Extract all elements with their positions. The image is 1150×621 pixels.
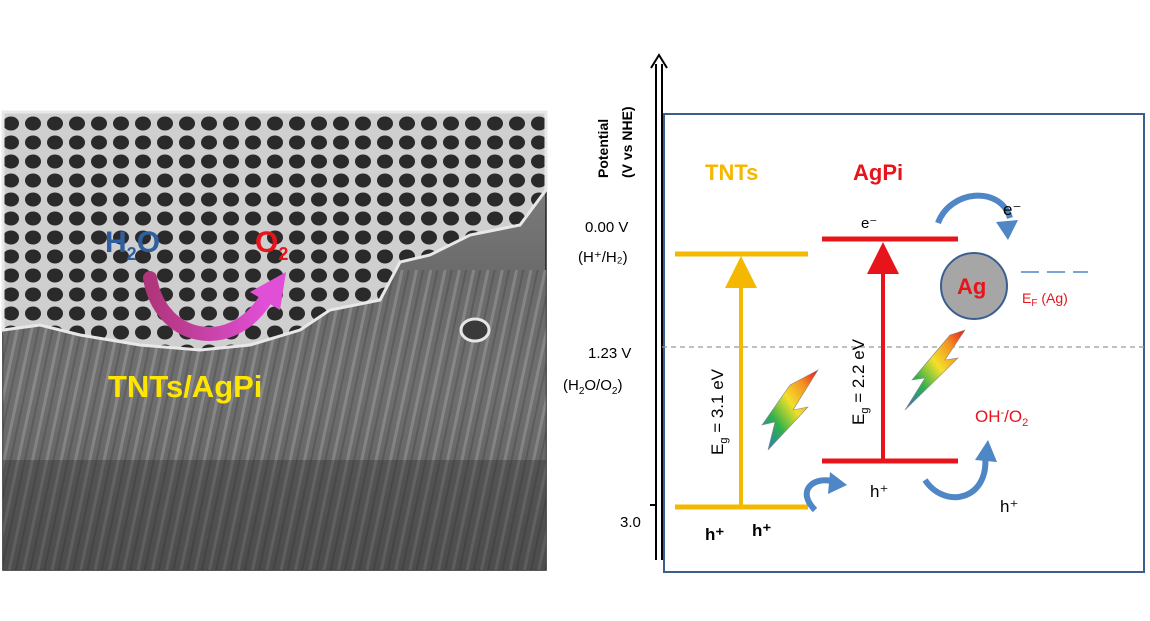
fermi-level-label: EF (Ag) xyxy=(1022,290,1068,309)
agpi-bandgap-value: = 2.2 eV xyxy=(849,338,868,407)
level-0-couple: (H⁺/H₂) xyxy=(578,249,628,266)
fermi-tail: (Ag) xyxy=(1037,290,1067,306)
agpi-hole: h⁺ xyxy=(870,482,888,501)
ag-particle xyxy=(940,252,1008,320)
agpi-bandgap-sub: g xyxy=(859,408,871,414)
water-oxidation-arrow xyxy=(143,271,272,341)
oxygen-label: O2 xyxy=(255,226,288,264)
level-0-value: 0.00 V xyxy=(585,219,628,236)
level-1-couple: (H2O/O2) xyxy=(563,377,622,397)
axis-label-line1: Potential xyxy=(595,119,611,178)
oh-sup: - xyxy=(1001,407,1005,419)
level-1-couple-end: ) xyxy=(617,377,622,394)
level-1-value: 1.23 V xyxy=(588,345,631,362)
tnts-bandgap-main: E xyxy=(708,444,727,455)
hole-transfer-arrowhead xyxy=(828,472,847,494)
level-1-couple-sub1: 2 xyxy=(579,386,585,397)
oh-o2-label: OH-/O2 xyxy=(975,407,1028,429)
tnts-bandgap-sub: g xyxy=(718,438,730,444)
axis-label: Potential (V vs NHE) xyxy=(595,106,635,178)
ag-label: Ag xyxy=(957,274,986,299)
light-icon-tnts xyxy=(761,369,819,451)
oxygen-label-sub: 2 xyxy=(278,244,288,264)
light-icon-agpi xyxy=(904,329,966,411)
composite-label: TNTs/AgPi xyxy=(108,369,262,404)
level-1-couple-main: (H xyxy=(563,377,579,394)
electron-transfer-arrowhead xyxy=(996,220,1018,240)
sem-image xyxy=(1,110,548,571)
level-2-value: 3.0 xyxy=(620,514,641,531)
agpi-bandgap: Eg = 2.2 eV xyxy=(849,338,871,425)
level-1-couple-mid: O/O xyxy=(584,377,612,394)
water-label-sub: 2 xyxy=(127,244,137,264)
oxygen-label-main: O xyxy=(255,226,278,259)
oxidation-arrowhead xyxy=(975,440,997,462)
fermi-main: E xyxy=(1022,290,1031,306)
agpi-label: AgPi xyxy=(853,160,903,185)
potential-axis-arrowhead xyxy=(650,53,668,69)
tnts-bandgap-value: = 3.1 eV xyxy=(708,368,727,437)
level-1-couple-sub2: 2 xyxy=(612,386,618,397)
tnts-label: TNTs xyxy=(705,160,758,185)
ag-electron: e⁻ xyxy=(1003,200,1021,219)
axis-label-line2: (V vs NHE) xyxy=(619,106,635,178)
diagram-frame xyxy=(663,113,1145,573)
electron-transfer-arrow xyxy=(935,192,1013,225)
water-oxidation-arrowhead xyxy=(250,272,286,310)
tnts-hole-2: h⁺ xyxy=(752,521,771,540)
agpi-electron: e⁻ xyxy=(861,215,877,232)
oh-sub: 2 xyxy=(1022,417,1028,429)
agpi-bandgap-main: E xyxy=(849,414,868,425)
fermi-sub: F xyxy=(1031,298,1037,309)
oh-mid: /O xyxy=(1004,407,1022,426)
ag-hole: h⁺ xyxy=(1000,497,1018,516)
water-label: H2O xyxy=(105,226,160,264)
tnts-bandgap: Eg = 3.1 eV xyxy=(708,368,730,455)
tnts-hole-1: h⁺ xyxy=(705,525,724,544)
oh-main: OH xyxy=(975,407,1001,426)
water-label-main: H xyxy=(105,226,127,259)
oxidation-arrow xyxy=(922,454,989,501)
water-label-tail: O xyxy=(137,226,160,259)
